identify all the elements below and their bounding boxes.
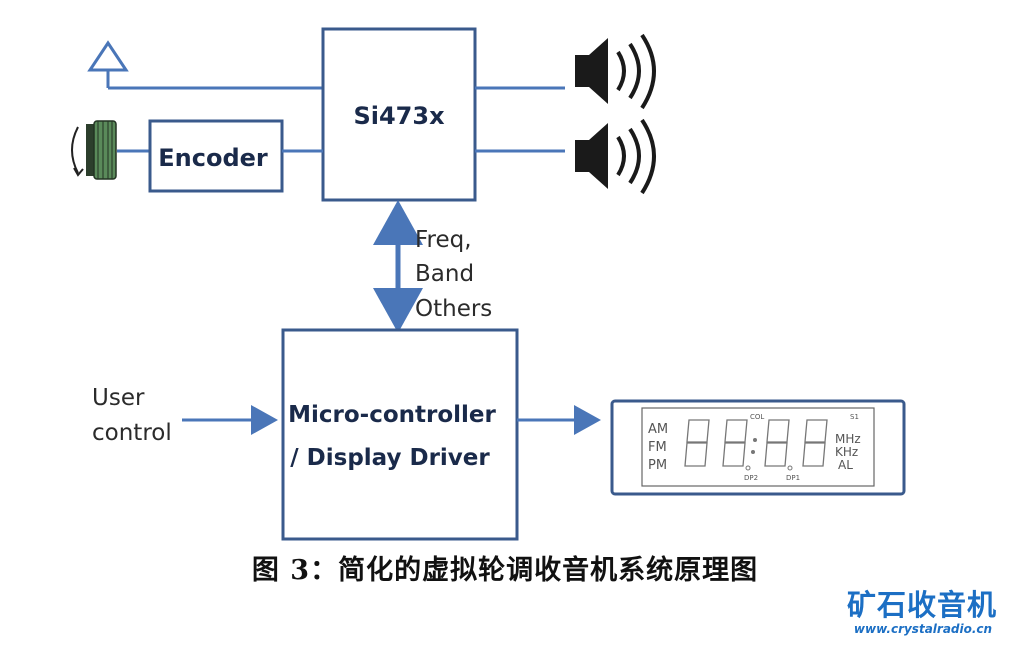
lcd-colon-dot xyxy=(751,450,755,454)
lcd-digit xyxy=(722,419,748,467)
lcd-dp2: DP2 xyxy=(744,474,758,482)
microcontroller-block: Micro-controller / Display Driver xyxy=(281,328,519,541)
lcd-khz: KHz xyxy=(835,445,858,459)
lcd-col: COL xyxy=(750,413,764,421)
lcd-dp1: DP1 xyxy=(786,474,800,482)
si473x-block: Si473x xyxy=(321,27,477,202)
speaker-icon xyxy=(575,33,656,110)
user-control-label-line2: control xyxy=(92,420,172,446)
lcd-colon-dot xyxy=(753,438,757,442)
mcu-label-line2: / Display Driver xyxy=(290,445,490,471)
bus-label-band: Band xyxy=(415,261,474,287)
watermark-logo: 矿石收音机 xyxy=(846,588,997,622)
lcd-s1: S1 xyxy=(850,413,859,421)
bus-label-freq: Freq, xyxy=(415,227,472,253)
speaker-icon xyxy=(575,118,656,195)
encoder-block: Encoder xyxy=(148,119,284,193)
mcu-label-line1: Micro-controller xyxy=(288,402,496,428)
lcd-fm: FM xyxy=(648,440,667,455)
lcd-al: AL xyxy=(838,458,853,472)
lcd-pm: PM xyxy=(648,458,667,473)
antenna-icon xyxy=(87,40,323,90)
lcd-dp-dot xyxy=(787,465,793,471)
lcd-digit xyxy=(684,419,710,467)
lcd-mhz: MHz xyxy=(835,432,861,446)
lcd-digit xyxy=(764,419,790,467)
encoder-label: Encoder xyxy=(158,144,268,172)
lcd-dp-dot xyxy=(745,465,751,471)
si473x-label: Si473x xyxy=(353,102,445,130)
lcd-am: AM xyxy=(648,422,668,437)
lcd-digit xyxy=(802,419,828,467)
rotary-knob-icon xyxy=(71,120,117,180)
watermark-url: www.crystalradio.cn xyxy=(853,622,993,636)
figure-caption: 图 3：简化的虚拟轮调收音机系统原理图 xyxy=(251,555,759,586)
bus-label-others: Others xyxy=(415,296,492,322)
lcd-display-icon: AM FM PM COL DP2 DP1 S1 MHz KHz AL xyxy=(610,399,906,496)
user-control-label-line1: User xyxy=(92,385,145,411)
